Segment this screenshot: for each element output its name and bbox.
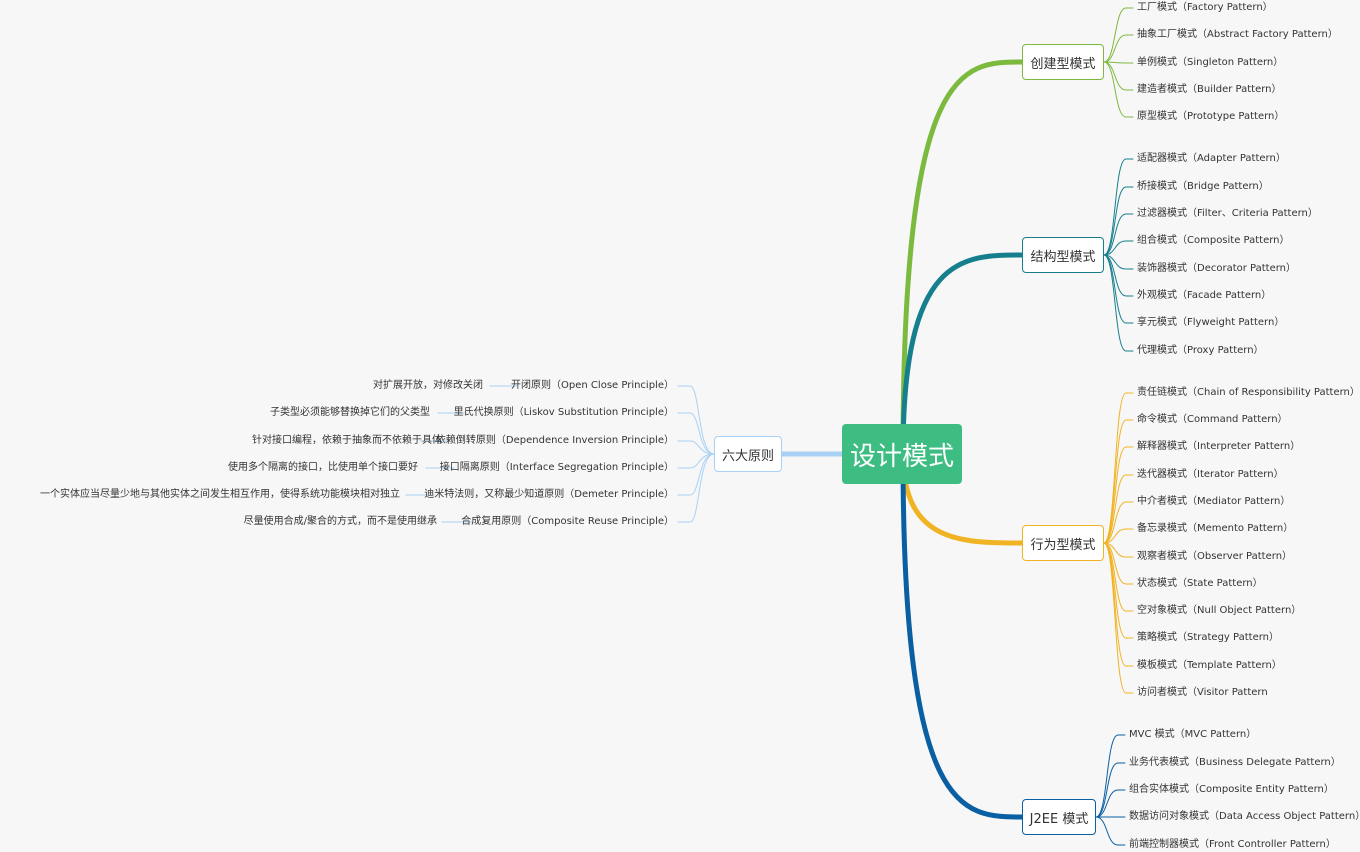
branch-node-creational[interactable]: 创建型模式 xyxy=(1022,44,1104,80)
branch-item-j2ee[interactable]: 前端控制器模式（Front Controller Pattern） xyxy=(1129,839,1336,850)
item-connector-creational-1 xyxy=(1103,34,1134,63)
principle-name[interactable]: 接口隔离原则（Interface Segregation Principle） xyxy=(439,462,674,473)
branch-item-structural[interactable]: 桥接模式（Bridge Pattern） xyxy=(1137,181,1269,192)
principle-name[interactable]: 开闭原则（Open Close Principle） xyxy=(511,380,674,391)
item-connector-structural-3 xyxy=(1103,240,1134,256)
item-connector-creational-4 xyxy=(1103,61,1134,118)
item-connector-behavioral-7 xyxy=(1103,542,1134,585)
item-connector-creational-0 xyxy=(1103,7,1134,63)
item-connector-structural-2 xyxy=(1103,213,1134,256)
branch-item-creational[interactable]: 单例模式（Singleton Pattern） xyxy=(1137,57,1284,68)
branch-item-j2ee[interactable]: MVC 模式（MVC Pattern） xyxy=(1129,729,1257,740)
branch-item-structural[interactable]: 享元模式（Flyweight Pattern） xyxy=(1137,317,1285,328)
branch-item-behavioral[interactable]: 迭代器模式（Iterator Pattern） xyxy=(1137,469,1284,480)
branch-item-structural[interactable]: 外观模式（Facade Pattern） xyxy=(1137,290,1272,301)
branch-connector-creational xyxy=(900,59,1025,457)
branch-connector-structural xyxy=(900,252,1025,457)
item-connector-behavioral-2 xyxy=(1103,446,1134,544)
principle-connector-2 xyxy=(677,440,715,455)
item-connector-behavioral-5 xyxy=(1103,528,1134,544)
item-connector-behavioral-11 xyxy=(1103,542,1134,694)
principle-description[interactable]: 一个实体应当尽量少地与其他实体之间发生相互作用，使得系统功能模块相对独立 xyxy=(40,489,400,500)
branch-item-behavioral[interactable]: 策略模式（Strategy Pattern） xyxy=(1137,632,1280,643)
branch-item-creational[interactable]: 抽象工厂模式（Abstract Factory Pattern） xyxy=(1137,29,1338,40)
branch-item-j2ee[interactable]: 组合实体模式（Composite Entity Pattern） xyxy=(1129,784,1334,795)
principle-name[interactable]: 里氏代换原则（Liskov Substitution Principle） xyxy=(453,407,674,418)
branch-item-behavioral[interactable]: 模板模式（Template Pattern） xyxy=(1137,660,1282,671)
principle-name[interactable]: 依赖倒转原则（Dependence Inversion Principle） xyxy=(435,435,674,446)
principle-description[interactable]: 使用多个隔离的接口，比使用单个接口要好 xyxy=(228,462,418,473)
item-connector-behavioral-10 xyxy=(1103,542,1134,667)
branch-item-creational[interactable]: 原型模式（Prototype Pattern） xyxy=(1137,111,1285,122)
principle-connector-3 xyxy=(677,453,715,469)
item-connector-creational-3 xyxy=(1103,61,1134,91)
branch-node-j2ee[interactable]: J2EE 模式 xyxy=(1022,799,1096,835)
item-connector-j2ee-0 xyxy=(1095,734,1126,818)
root-node[interactable]: 设计模式 xyxy=(842,424,962,484)
branch-item-creational[interactable]: 建造者模式（Builder Pattern） xyxy=(1137,84,1282,95)
branch-item-j2ee[interactable]: 数据访问对象模式（Data Access Object Pattern） xyxy=(1129,811,1360,822)
item-connector-j2ee-2 xyxy=(1095,789,1126,818)
branch-item-structural[interactable]: 装饰器模式（Decorator Pattern） xyxy=(1137,263,1297,274)
branch-node-behavioral[interactable]: 行为型模式 xyxy=(1022,525,1104,561)
item-connector-creational-2 xyxy=(1103,61,1134,64)
branch-item-behavioral[interactable]: 状态模式（State Pattern） xyxy=(1137,578,1263,589)
principle-description[interactable]: 针对接口编程，依赖于抽象而不依赖于具体 xyxy=(252,435,442,446)
principle-connector-5 xyxy=(677,453,715,523)
item-connector-j2ee-1 xyxy=(1095,762,1126,818)
branch-item-creational[interactable]: 工厂模式（Factory Pattern） xyxy=(1137,2,1273,13)
item-connector-structural-4 xyxy=(1103,254,1134,270)
principle-description[interactable]: 尽量使用合成/聚合的方式，而不是使用继承 xyxy=(243,516,437,527)
branch-item-j2ee[interactable]: 业务代表模式（Business Delegate Pattern） xyxy=(1129,757,1341,768)
principle-description[interactable]: 对扩展开放，对修改关闭 xyxy=(373,380,483,391)
item-connector-behavioral-3 xyxy=(1103,474,1134,544)
item-connector-behavioral-6 xyxy=(1103,542,1134,558)
item-connector-structural-1 xyxy=(1103,186,1134,256)
item-connector-structural-0 xyxy=(1103,158,1134,256)
branch-connector-j2ee xyxy=(900,451,1025,820)
branch-item-behavioral[interactable]: 备忘录模式（Memento Pattern） xyxy=(1137,523,1294,534)
item-connector-behavioral-1 xyxy=(1103,419,1134,544)
branch-item-structural[interactable]: 适配器模式（Adapter Pattern） xyxy=(1137,153,1286,164)
branch-node-structural[interactable]: 结构型模式 xyxy=(1022,237,1104,273)
principle-name[interactable]: 迪米特法则，又称最少知道原则（Demeter Principle） xyxy=(424,489,674,500)
item-connector-j2ee-4 xyxy=(1095,816,1126,846)
item-connector-structural-7 xyxy=(1103,254,1134,352)
branch-item-structural[interactable]: 过滤器模式（Filter、Criteria Pattern） xyxy=(1137,208,1318,219)
principle-connector-4 xyxy=(677,453,715,496)
branch-item-behavioral[interactable]: 责任链模式（Chain of Responsibility Pattern） xyxy=(1137,387,1360,398)
item-connector-behavioral-4 xyxy=(1103,501,1134,544)
branch-item-behavioral[interactable]: 中介者模式（Mediator Pattern） xyxy=(1137,496,1291,507)
item-connector-structural-5 xyxy=(1103,254,1134,297)
branch-item-structural[interactable]: 代理模式（Proxy Pattern） xyxy=(1137,345,1264,356)
branch-item-structural[interactable]: 组合模式（Composite Pattern） xyxy=(1137,235,1290,246)
branch-item-behavioral[interactable]: 访问者模式（Visitor Pattern xyxy=(1137,687,1268,698)
branch-node-principles[interactable]: 六大原则 xyxy=(714,436,782,472)
branch-item-behavioral[interactable]: 命令模式（Command Pattern） xyxy=(1137,414,1288,425)
principle-connector-0 xyxy=(677,385,715,455)
principle-name[interactable]: 合成复用原则（Composite Reuse Principle） xyxy=(461,516,674,527)
branch-item-behavioral[interactable]: 解释器模式（Interpreter Pattern） xyxy=(1137,441,1301,452)
principle-connector-1 xyxy=(677,412,715,455)
branch-item-behavioral[interactable]: 观察者模式（Observer Pattern） xyxy=(1137,551,1293,562)
principle-description[interactable]: 子类型必须能够替换掉它们的父类型 xyxy=(270,407,430,418)
branch-item-behavioral[interactable]: 空对象模式（Null Object Pattern） xyxy=(1137,605,1302,616)
